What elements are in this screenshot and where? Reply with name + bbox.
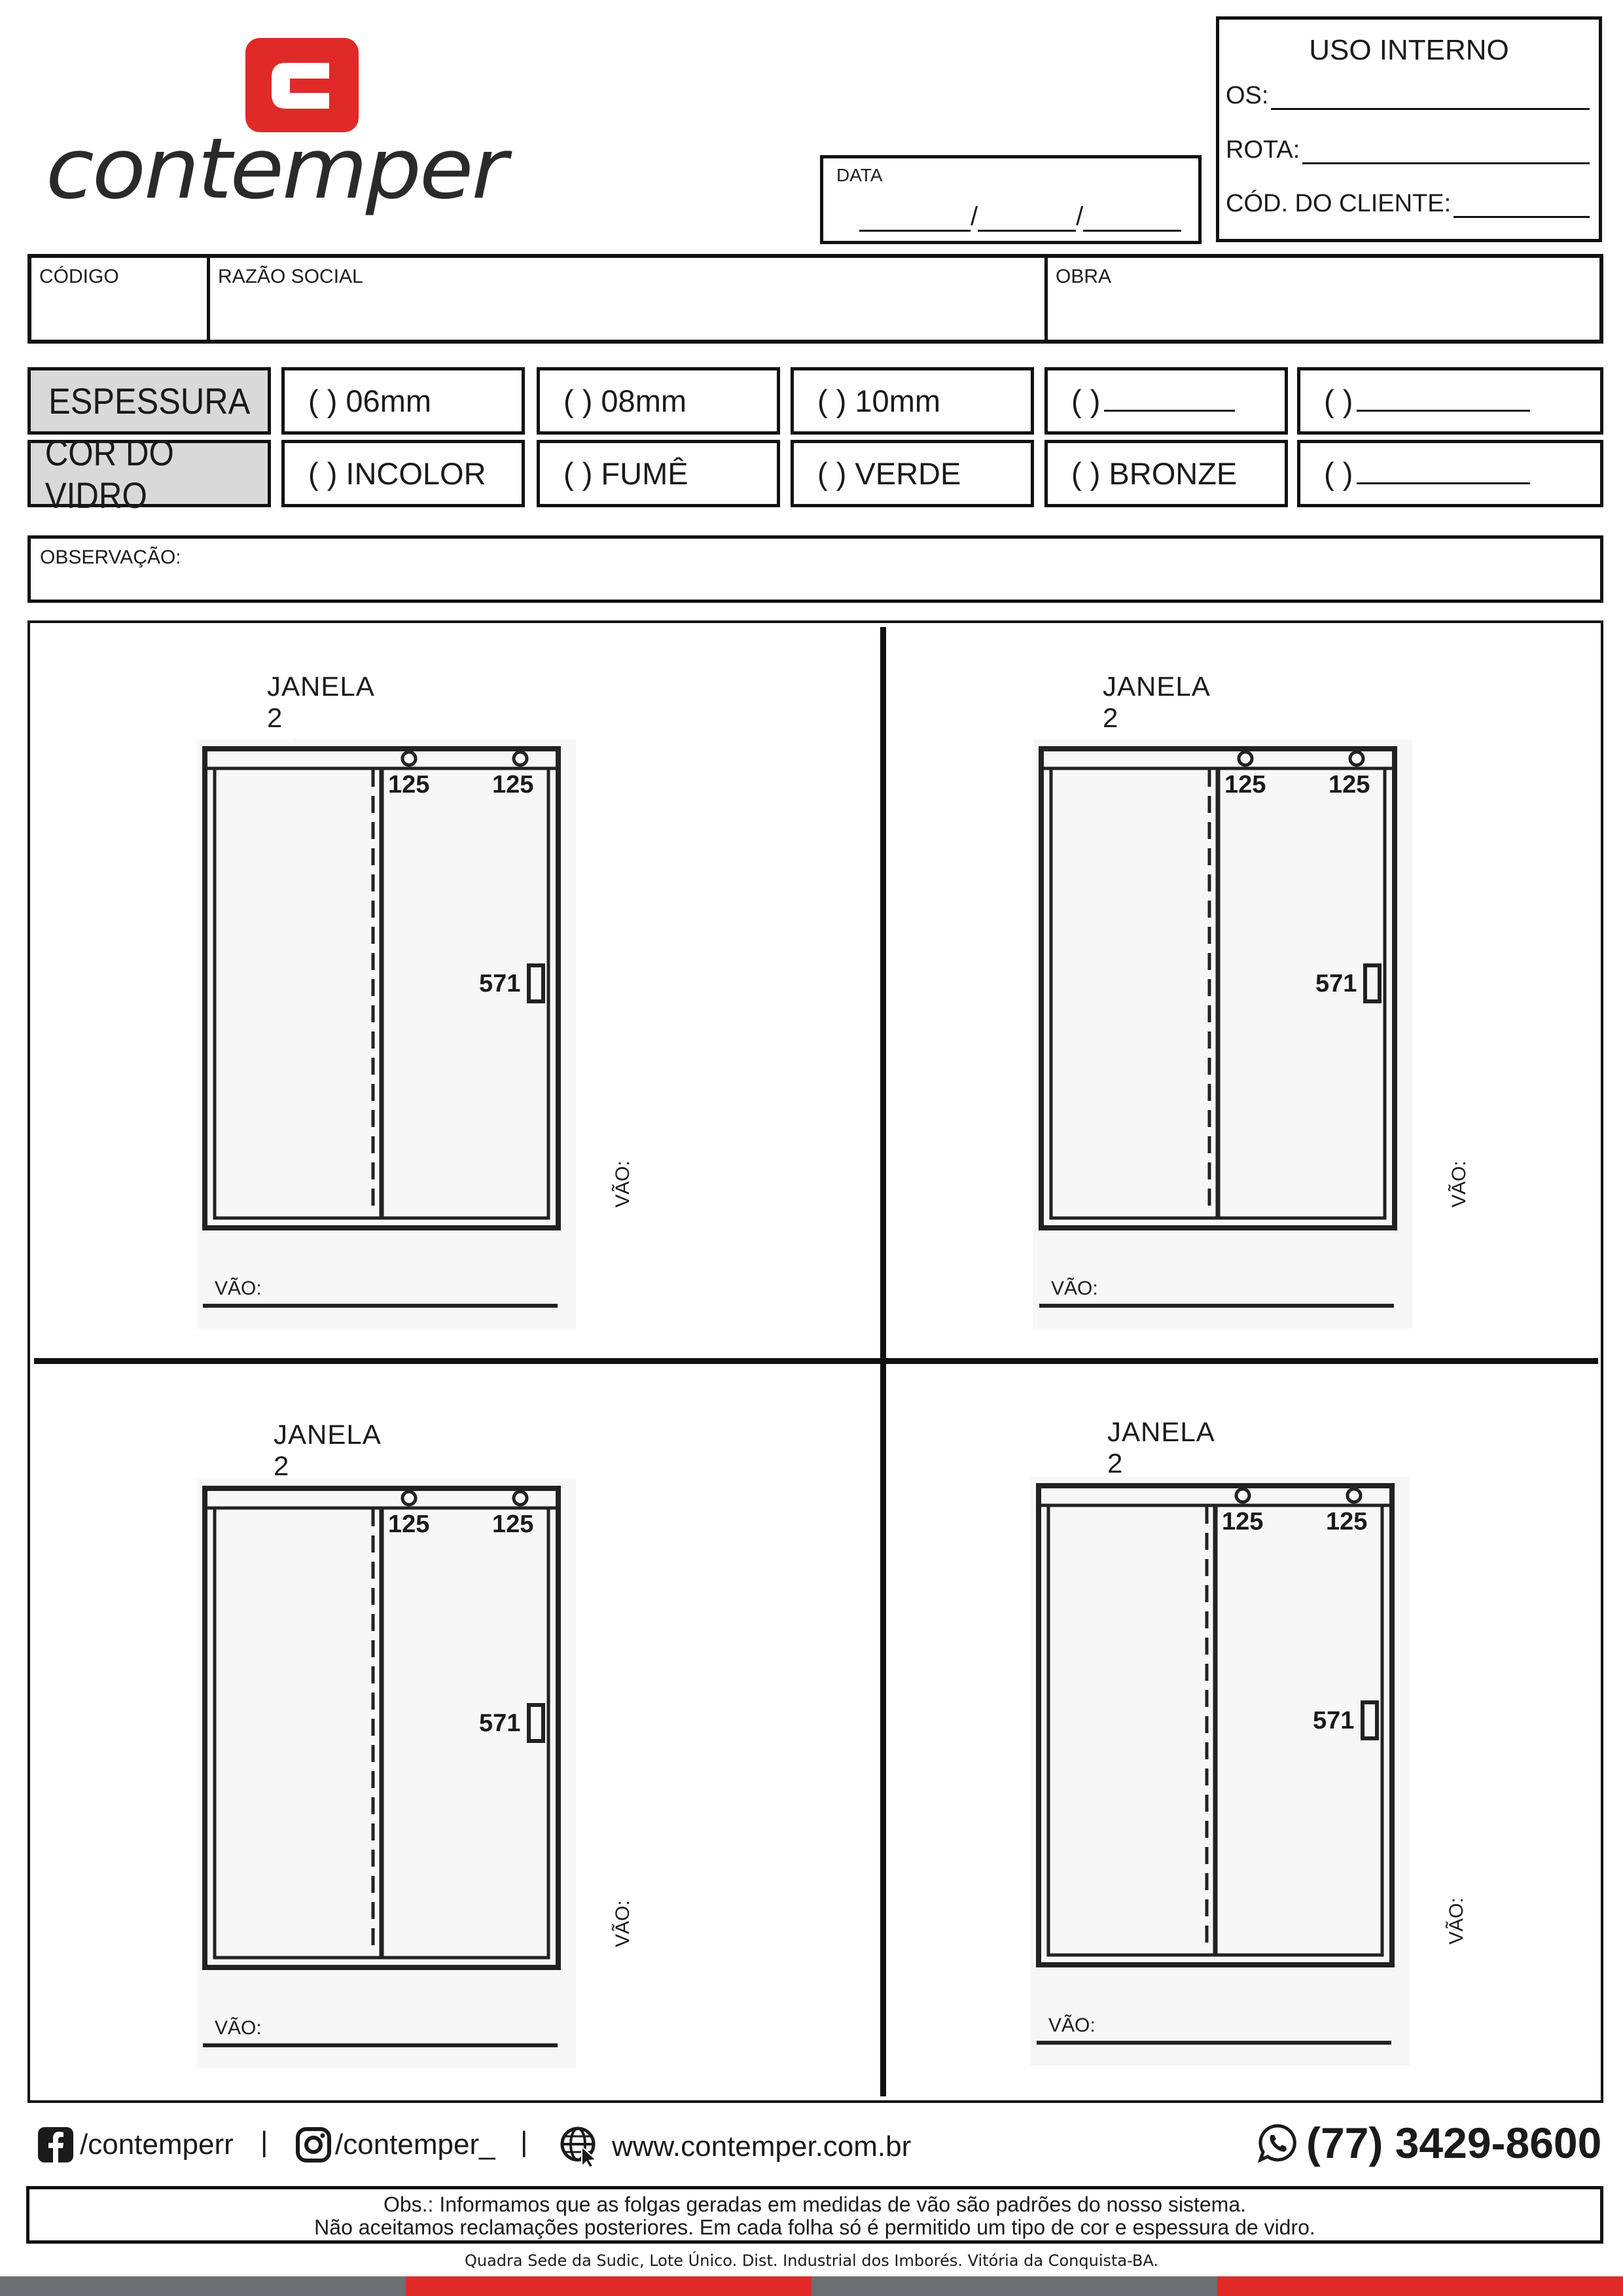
- vao-horizontal-label: VÃO:: [1048, 2015, 1096, 2036]
- footer-separator: |: [260, 2126, 268, 2158]
- obra-label: OBRA: [1056, 266, 1112, 287]
- espessura-other-option[interactable]: ( ): [1044, 367, 1288, 435]
- codigo-field[interactable]: CÓDIGO: [31, 258, 207, 340]
- cor-bronze-option[interactable]: ( ) BRONZE: [1044, 440, 1288, 507]
- vao-vertical-label: VÃO:: [612, 1160, 633, 1208]
- razao-social-label: RAZÃO SOCIAL: [218, 266, 363, 287]
- razao-social-field[interactable]: RAZÃO SOCIAL: [207, 258, 1044, 340]
- vao-horizontal-label: VÃO:: [215, 1278, 262, 1299]
- cor-do-vidro-label: COR DO VIDRO: [27, 432, 271, 516]
- vao-vertical-label: VÃO:: [1448, 1160, 1470, 1208]
- date-separator: /: [1076, 202, 1084, 231]
- footer-stripe-red: [406, 2276, 812, 2296]
- cliente-label: CÓD. DO CLIENTE:: [1226, 190, 1452, 217]
- cor-incolor-option[interactable]: ( ) INCOLOR: [281, 440, 525, 507]
- cor-verde-option[interactable]: ( ) VERDE: [791, 440, 1034, 507]
- footer-separator: |: [520, 2126, 528, 2158]
- os-label: OS:: [1226, 82, 1269, 109]
- website-url: www.contemper.com.br: [612, 2130, 912, 2162]
- dim-top-left: 125: [388, 771, 430, 798]
- espessura-other2-option[interactable]: ( ): [1297, 367, 1603, 435]
- whatsapp-phone[interactable]: (77) 3429-8600: [1257, 2118, 1601, 2168]
- blank-line[interactable]: [1104, 390, 1236, 412]
- globe-cursor-icon: [560, 2126, 598, 2168]
- dim-handle: 571: [1313, 1707, 1355, 1734]
- rota-field[interactable]: ROTA:: [1226, 136, 1590, 164]
- dim-handle: 571: [479, 1710, 521, 1737]
- espessura-08mm-option[interactable]: ( ) 08mm: [537, 367, 780, 435]
- window-drawing: 125 125 571 VÃO: VÃO:: [1033, 740, 1489, 1332]
- dim-top-left: 125: [1224, 771, 1266, 798]
- instagram-link[interactable]: /contemper_: [294, 2126, 495, 2164]
- website-link[interactable]: www.contemper.com.br: [560, 2126, 911, 2168]
- client-info-row: CÓDIGO RAZÃO SOCIAL OBRA: [27, 254, 1603, 344]
- footer-stripe-grey: [812, 2276, 1217, 2296]
- logo-wordmark: contemper: [46, 120, 508, 218]
- uso-interno-title: USO INTERNO: [1309, 34, 1509, 66]
- obra-field[interactable]: OBRA: [1044, 258, 1599, 340]
- espessura-10mm-option[interactable]: ( ) 10mm: [791, 367, 1034, 435]
- rota-label: ROTA:: [1226, 136, 1300, 164]
- horizontal-divider: [34, 1358, 1598, 1364]
- dim-handle: 571: [479, 970, 521, 997]
- footer-stripe-grey: [0, 2276, 406, 2296]
- dim-top-right: 125: [492, 771, 534, 798]
- blank-line[interactable]: [1357, 463, 1531, 484]
- espessura-label: ESPESSURA: [27, 367, 271, 435]
- logo-mark: [245, 38, 359, 132]
- notice-line-1: Obs.: Informamos que as folgas geradas e…: [383, 2193, 1247, 2216]
- instagram-icon: [296, 2127, 331, 2162]
- sliding-window-diagram: [196, 1479, 653, 2068]
- cor-other-option[interactable]: ( ): [1297, 440, 1603, 507]
- whatsapp-icon: [1257, 2124, 1296, 2163]
- vao-horizontal-label: VÃO:: [215, 2017, 262, 2039]
- facebook-link[interactable]: /contemperr: [37, 2126, 234, 2164]
- dim-top-right: 125: [1329, 771, 1370, 798]
- facebook-icon: [38, 2127, 73, 2162]
- notice-line-2: Não aceitamos reclamações posteriores. E…: [314, 2215, 1315, 2239]
- drawings-panel: [27, 620, 1603, 2103]
- espessura-06mm-option[interactable]: ( ) 06mm: [281, 367, 525, 435]
- year-slot[interactable]: [1083, 210, 1182, 232]
- sliding-window-diagram: [1030, 1477, 1487, 2066]
- cliente-field[interactable]: CÓD. DO CLIENTE:: [1226, 190, 1590, 218]
- vao-vertical-label: VÃO:: [612, 1900, 633, 1947]
- vao-vertical-label: VÃO:: [1446, 1897, 1467, 1945]
- observacao-label: OBSERVAÇÃO:: [40, 547, 181, 568]
- codigo-label: CÓDIGO: [39, 266, 119, 287]
- cor-fume-option[interactable]: ( ) FUMÊ: [537, 440, 780, 507]
- footer-stripe-red: [1217, 2276, 1623, 2296]
- phone-number: (77) 3429-8600: [1306, 2119, 1602, 2167]
- blank-line[interactable]: [1357, 390, 1531, 412]
- month-slot[interactable]: [978, 210, 1077, 232]
- observacao-field[interactable]: OBSERVAÇÃO:: [27, 535, 1603, 603]
- data-label: DATA: [836, 165, 883, 185]
- os-field[interactable]: OS:: [1226, 82, 1590, 110]
- company-address: Quadra Sede da Sudic, Lote Único. Dist. …: [464, 2251, 1159, 2270]
- uso-interno-box: USO INTERNO OS: ROTA: CÓD. DO CLIENTE:: [1216, 16, 1602, 242]
- dim-top-right: 125: [1326, 1508, 1368, 1535]
- window-drawing: 125 125 571 VÃO: VÃO:: [1030, 1477, 1487, 2069]
- window-drawing: 125 125 571 VÃO: VÃO:: [196, 740, 653, 1332]
- date-separator: /: [971, 202, 978, 231]
- window-drawing: 125 125 571 VÃO: VÃO:: [196, 1479, 653, 2072]
- dim-top-right: 125: [492, 1511, 534, 1538]
- dim-handle: 571: [1315, 970, 1357, 997]
- logo-c-icon: [272, 63, 329, 109]
- notice-box: Obs.: Informamos que as folgas geradas e…: [26, 2186, 1603, 2244]
- dim-top-left: 125: [388, 1511, 430, 1538]
- day-slot[interactable]: [859, 210, 971, 232]
- sliding-window-diagram: [1033, 740, 1489, 1329]
- sliding-window-diagram: [196, 740, 653, 1329]
- facebook-handle: /contemperr: [80, 2128, 234, 2161]
- data-field[interactable]: DATA / /: [820, 155, 1202, 244]
- instagram-handle: /contemper_: [335, 2128, 495, 2161]
- vao-horizontal-label: VÃO:: [1051, 1278, 1098, 1299]
- dim-top-left: 125: [1222, 1508, 1264, 1535]
